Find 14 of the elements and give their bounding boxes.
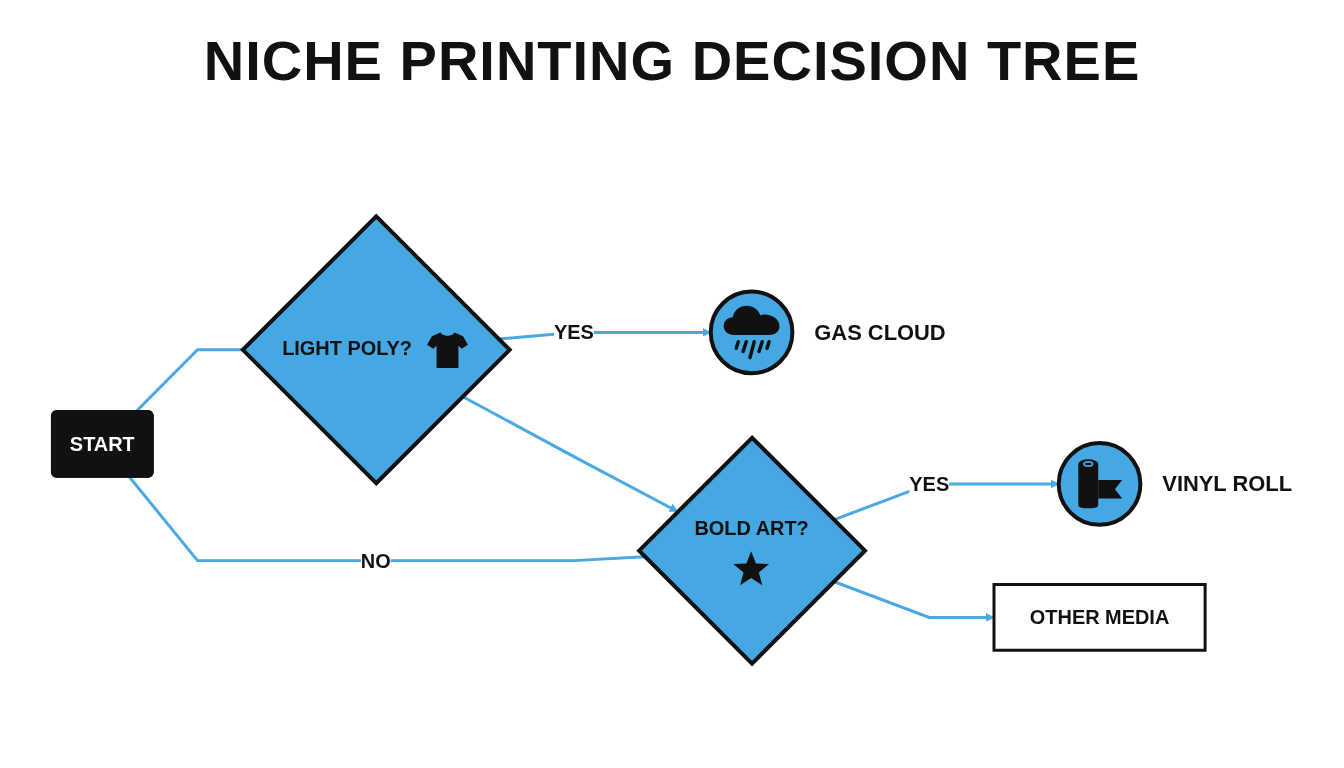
connector <box>135 348 243 413</box>
diagram-title: NICHE PRINTING DECISION TREE <box>202 28 1142 93</box>
node-circle <box>708 289 795 376</box>
node-caption: GAS CLOUD <box>814 319 946 345</box>
node-diamond: LIGHT POLY? <box>240 213 513 487</box>
node-circle <box>1056 441 1143 527</box>
connector <box>128 476 645 563</box>
node-caption: VINYL ROLL <box>1162 471 1292 497</box>
node-diamond: BOLD ART? <box>636 434 868 667</box>
edge-label: NO <box>360 549 391 572</box>
node-box: OTHER MEDIA <box>992 583 1207 652</box>
edge-label: YES <box>909 472 950 495</box>
arrow <box>461 395 679 512</box>
edge-label: YES <box>553 321 594 344</box>
